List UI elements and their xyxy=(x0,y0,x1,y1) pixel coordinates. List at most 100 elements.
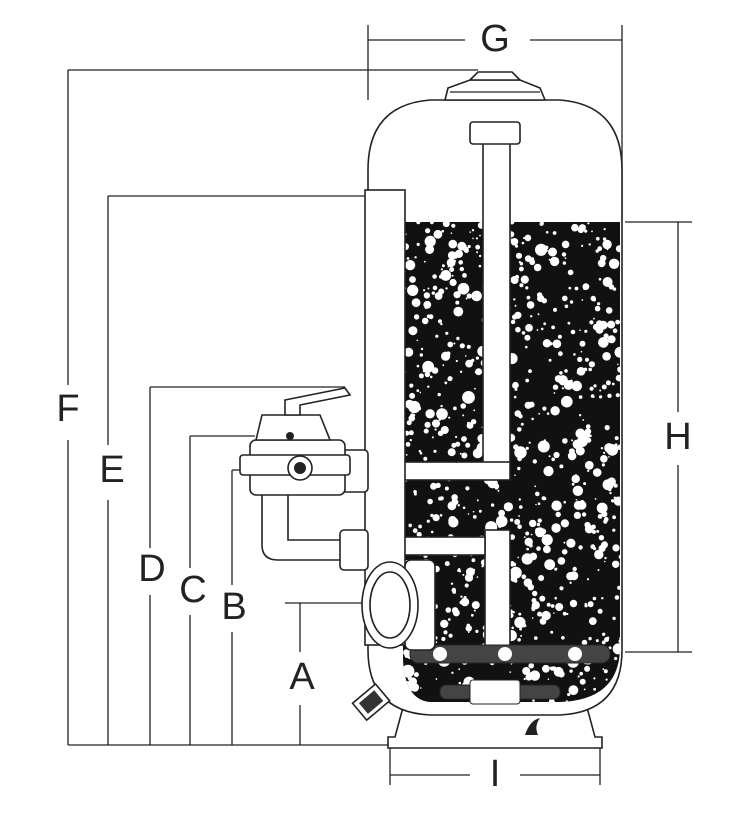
media-grain xyxy=(440,322,443,326)
media-grain xyxy=(439,514,443,517)
media-grain xyxy=(420,687,422,689)
media-grain xyxy=(524,625,527,627)
media-grain xyxy=(446,351,451,356)
media-grain xyxy=(603,451,606,454)
dimension-lines xyxy=(67,25,692,785)
media-grain xyxy=(409,383,414,388)
media-grain xyxy=(584,602,587,606)
media-grain xyxy=(418,373,424,379)
media-grain xyxy=(423,260,426,263)
media-grain xyxy=(551,325,555,330)
media-grain xyxy=(416,222,421,225)
media-grain xyxy=(449,267,455,272)
media-grain xyxy=(460,287,468,295)
media-grain xyxy=(585,424,591,429)
media-grain xyxy=(465,625,472,632)
media-grain xyxy=(459,343,465,349)
media-grain xyxy=(604,637,610,642)
media-grain xyxy=(451,274,454,277)
label-i: I xyxy=(490,753,501,795)
media-grain xyxy=(422,369,427,373)
media-grain xyxy=(471,290,482,302)
media-grain xyxy=(478,264,482,268)
media-grain xyxy=(619,637,620,639)
media-grain xyxy=(550,604,555,608)
media-grain xyxy=(601,384,607,390)
media-grain xyxy=(566,572,575,581)
media-grain xyxy=(559,371,563,375)
media-grain xyxy=(602,239,612,250)
media-grain xyxy=(605,307,613,314)
media-grain xyxy=(467,513,470,515)
media-grain xyxy=(588,361,596,368)
media-grain xyxy=(573,511,582,519)
media-grain xyxy=(607,320,616,329)
media-grain xyxy=(587,222,590,225)
media-grain xyxy=(430,530,434,534)
media-grain xyxy=(455,300,460,305)
media-grain xyxy=(476,499,479,502)
media-grain xyxy=(559,586,564,591)
media-grain xyxy=(598,320,608,330)
media-grain xyxy=(586,578,590,581)
media-grain xyxy=(454,249,463,258)
media-grain xyxy=(603,560,606,563)
media-grain xyxy=(598,337,609,348)
media-grain xyxy=(597,569,600,571)
media-grain xyxy=(614,656,618,661)
media-grain xyxy=(451,442,457,448)
media-grain xyxy=(440,619,449,629)
media-grain xyxy=(455,359,458,363)
media-grain xyxy=(409,438,412,442)
media-grain xyxy=(475,629,479,634)
media-grain xyxy=(588,367,592,372)
top-cap xyxy=(443,71,547,101)
media-grain xyxy=(552,407,556,410)
media-grain xyxy=(553,392,556,394)
media-grain xyxy=(509,518,514,522)
media-grain xyxy=(584,428,592,435)
media-grain xyxy=(567,321,571,325)
media-grain xyxy=(571,474,580,484)
media-grain xyxy=(608,456,610,458)
media-grain xyxy=(426,361,430,365)
media-grain xyxy=(564,369,568,373)
media-grain xyxy=(461,452,468,459)
media-grain xyxy=(440,270,452,281)
label-b: B xyxy=(221,586,246,628)
media-grain xyxy=(542,496,547,501)
media-grain xyxy=(601,463,606,467)
media-grain xyxy=(584,521,591,529)
media-grain xyxy=(597,246,603,252)
media-grain xyxy=(524,401,532,409)
media-grain xyxy=(555,567,558,570)
media-grain xyxy=(475,244,481,250)
media-grain xyxy=(413,314,420,320)
media-grain xyxy=(532,459,537,464)
media-grain xyxy=(467,244,471,249)
media-grain xyxy=(514,579,518,583)
media-grain xyxy=(459,452,462,455)
media-grain xyxy=(517,524,522,529)
media-grain xyxy=(557,557,566,565)
media-grain xyxy=(408,523,413,528)
media-grain xyxy=(529,543,533,548)
media-grain xyxy=(600,254,607,262)
media-grain xyxy=(541,534,553,546)
media-grain xyxy=(511,626,514,630)
media-grain xyxy=(458,681,462,685)
media-grain xyxy=(514,474,516,477)
media-grain xyxy=(603,228,606,231)
media-grain xyxy=(427,498,433,505)
media-grain xyxy=(553,307,557,312)
media-grain xyxy=(413,490,417,494)
media-grain xyxy=(535,243,548,256)
media-grain xyxy=(603,517,609,522)
media-grain xyxy=(542,664,550,673)
media-grain xyxy=(423,289,426,292)
media-grain xyxy=(425,228,431,234)
media-grain xyxy=(440,268,443,271)
media-grain xyxy=(424,235,436,247)
media-grain xyxy=(409,276,416,283)
media-grain xyxy=(588,636,592,641)
